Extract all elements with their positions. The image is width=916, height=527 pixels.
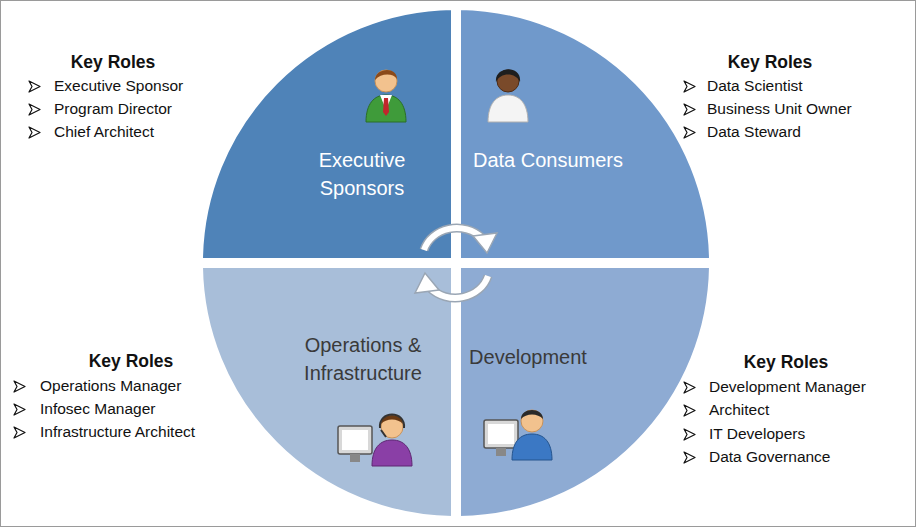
person-body <box>488 95 528 122</box>
quadrant-segment: Development <box>460 267 710 517</box>
role-item: Data Steward <box>707 122 801 142</box>
person-hair <box>496 69 520 82</box>
quadrant-fill <box>202 9 452 259</box>
bullet-arrow <box>14 381 25 392</box>
list-bullet <box>28 103 41 116</box>
role-item: Development Manager <box>709 377 866 397</box>
person-shirt <box>380 95 392 110</box>
quadrant-title: Development <box>460 343 596 371</box>
bullet-arrow <box>29 81 40 92</box>
quadrant-shape <box>460 267 710 517</box>
quadrant-segment: Executive Sponsors <box>202 9 452 259</box>
bullet-arrow <box>684 81 695 92</box>
quadrant-fill <box>202 267 452 517</box>
list-bullet <box>683 126 696 139</box>
quadrant-segment: Operations & Infrastructure <box>202 267 452 517</box>
cycle-arrow <box>424 228 482 250</box>
list-bullet <box>28 80 41 93</box>
cycle-arrow-outline <box>430 276 488 298</box>
list-bullet <box>683 451 696 464</box>
person-head <box>375 70 397 92</box>
list-bullet <box>13 426 26 439</box>
role-item: Data Scientist <box>707 76 803 96</box>
bullet-arrow <box>14 404 25 415</box>
role-item: IT Developers <box>709 424 805 444</box>
bullet-arrow <box>684 405 695 416</box>
computer-monitor <box>484 420 518 448</box>
person-head <box>497 70 519 92</box>
list-bullet <box>683 381 696 394</box>
cycle-arrow-head <box>473 233 497 253</box>
computer-stand <box>496 448 506 456</box>
list-bullet <box>683 103 696 116</box>
quadrant-title: Data Consumers <box>468 146 628 174</box>
person-head <box>521 410 543 432</box>
person-body <box>512 434 552 460</box>
computer-screen <box>488 424 514 444</box>
quadrant-title: Operations & Infrastructure <box>283 331 443 387</box>
list-bullet <box>683 80 696 93</box>
person-body <box>366 95 406 122</box>
key-roles-heading: Key Roles <box>33 52 193 72</box>
role-item: Architect <box>709 400 769 420</box>
bullet-arrow <box>684 127 695 138</box>
cycle-arrow-outline <box>424 228 482 250</box>
list-bullet <box>683 404 696 417</box>
person-hair <box>381 415 403 424</box>
role-item: Operations Manager <box>40 376 181 396</box>
role-item: Program Director <box>54 99 172 119</box>
list-bullet <box>683 428 696 441</box>
role-item: Data Governance <box>709 447 831 467</box>
quadrant-shape <box>202 9 452 259</box>
key-roles-heading: Key Roles <box>51 351 211 371</box>
role-item: Infrastructure Architect <box>40 422 195 442</box>
person-hair <box>375 70 397 80</box>
list-bullet <box>13 403 26 416</box>
quadrant-shape <box>460 9 710 259</box>
computer-monitor <box>338 426 372 454</box>
list-bullet <box>13 380 26 393</box>
headset-mic <box>381 430 386 437</box>
computer-stand <box>350 454 360 462</box>
headset <box>380 415 404 429</box>
cycle-arrow <box>430 276 488 298</box>
bullet-arrow <box>684 452 695 463</box>
role-item: Executive Sponsor <box>54 76 183 96</box>
person-head <box>381 416 403 438</box>
role-item: Business Unit Owner <box>707 99 852 119</box>
cycle-arrow-head <box>415 273 439 293</box>
key-roles-heading: Key Roles <box>690 52 850 72</box>
computer-screen <box>342 430 368 450</box>
bullet-arrow <box>684 382 695 393</box>
list-bullet <box>28 126 41 139</box>
bullet-arrow <box>684 429 695 440</box>
quadrant-fill <box>460 9 710 259</box>
person-hair <box>521 410 543 419</box>
person-body <box>372 440 412 466</box>
quadrant-fill <box>460 267 710 517</box>
bullet-arrow <box>29 127 40 138</box>
person-tie <box>383 98 389 116</box>
key-roles-heading: Key Roles <box>706 352 866 372</box>
bullet-arrow <box>14 427 25 438</box>
quadrant-title: Executive Sponsors <box>282 146 442 202</box>
role-item: Chief Architect <box>54 122 154 142</box>
bullet-arrow <box>29 104 40 115</box>
quadrant-shape <box>202 267 452 517</box>
quadrant-segment: Data Consumers <box>460 9 710 259</box>
bullet-arrow <box>684 104 695 115</box>
role-item: Infosec Manager <box>40 399 155 419</box>
